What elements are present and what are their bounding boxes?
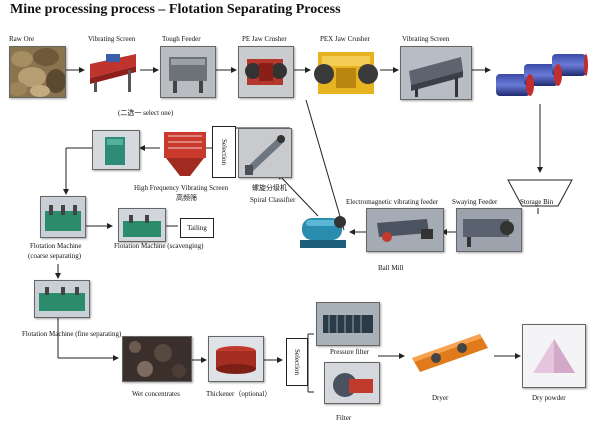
swaying-feeder-image xyxy=(456,208,522,252)
label-em-feeder: Electromagnetic vibrating feeder xyxy=(346,198,439,206)
tailing-box: Tailing xyxy=(180,218,214,238)
label-swaying-feeder: Swaying Feeder xyxy=(452,198,498,206)
label-pex-jaw: PEX Jaw Crusher xyxy=(320,35,370,43)
hf-screen-photo xyxy=(92,130,140,170)
flotation-coarse-image xyxy=(40,196,86,238)
label-pe-jaw: PE Jaw Crusher xyxy=(242,35,287,43)
filter-image xyxy=(324,362,380,404)
label-hf-screen: High Frequency Vibrating Screen xyxy=(134,184,229,192)
page-title: Mine processing process – Flotation Sepa… xyxy=(10,2,341,17)
label-vibrating-screen-2: Vibrating Screen xyxy=(402,35,450,43)
dry-powder-image xyxy=(522,324,586,388)
label-flot-coarse-2: (coarse separating) xyxy=(28,252,82,260)
vibrating-screen-1-image xyxy=(86,46,140,96)
label-hf-screen-cn: 高频筛 xyxy=(176,194,197,202)
hf-vibrating-screen-image xyxy=(160,128,210,180)
vibrating-screen-2-image xyxy=(400,46,472,100)
pressure-filter-image xyxy=(316,302,380,346)
label-filter: Filter xyxy=(336,414,352,422)
label-thickener: Thickener（optional） xyxy=(206,390,272,398)
spiral-classifier-image xyxy=(238,128,292,178)
label-wet-conc: Wet concentrates xyxy=(132,390,180,398)
em-feeder-image xyxy=(366,208,444,252)
label-pressure-filter: Pressure filter xyxy=(330,348,370,356)
selection-box-2: Selection xyxy=(286,338,308,386)
flotation-scavenging-image xyxy=(118,208,166,242)
label-storage-bin: Storage Bin xyxy=(520,198,554,206)
label-flot-coarse-1: Flotation Machine xyxy=(30,242,82,250)
pe-jaw-crusher-image xyxy=(238,46,294,98)
label-vibrating-screen-1: Vibrating Screen xyxy=(88,35,136,43)
raw-ore-image xyxy=(9,46,66,98)
label-flot-scav: Flotation Machine (scavenging) xyxy=(114,242,204,250)
selection-box-1: Selection xyxy=(212,126,236,178)
wet-concentrates-image xyxy=(122,336,192,382)
flotation-fine-image xyxy=(34,280,90,318)
label-spiral-classifier: Spiral Classifier xyxy=(250,196,296,204)
pex-jaw-crusher-image xyxy=(312,44,380,102)
label-tough-feeder: Tough Feeder xyxy=(162,35,201,43)
label-raw-ore: Raw Ore xyxy=(9,35,35,43)
label-flot-fine: Flotation Machine (fine separating) xyxy=(22,330,122,338)
storage-bin-shape xyxy=(507,179,573,207)
label-select-one: (二选一 select one) xyxy=(118,109,174,117)
ball-mill-image xyxy=(296,208,350,254)
magnetic-separator-image xyxy=(492,46,588,104)
thickener-image xyxy=(208,336,264,382)
tough-feeder-image xyxy=(160,46,216,98)
label-ball-mill: Ball Mill xyxy=(378,264,404,272)
label-spiral-cn: 螺旋分级机 xyxy=(252,184,287,192)
label-dry-powder: Dry powder xyxy=(532,394,566,402)
label-dryer: Dryer xyxy=(432,394,449,402)
dryer-image xyxy=(406,328,494,378)
